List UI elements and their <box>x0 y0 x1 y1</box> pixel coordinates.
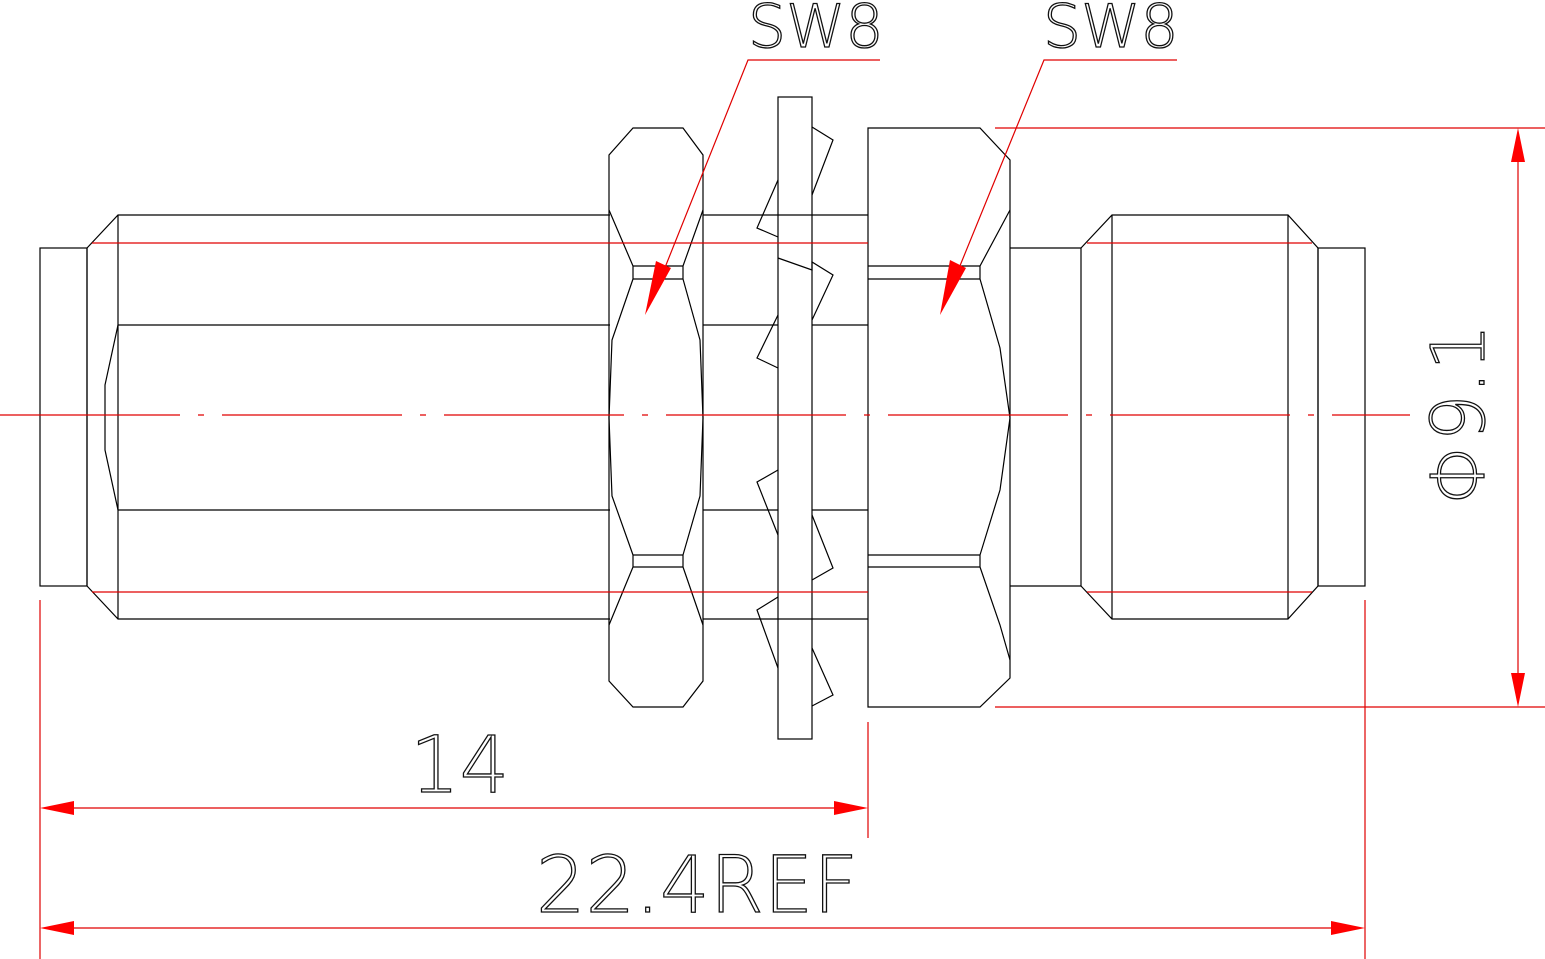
left-hex-nut <box>608 127 704 708</box>
washer-teeth <box>756 126 834 707</box>
overall-length-label: 22.4REF <box>536 841 858 931</box>
leader-arrow-right <box>940 260 966 315</box>
dia-arrow-bottom <box>1511 673 1525 707</box>
left-body-facets <box>104 324 610 511</box>
mid-body <box>703 214 868 620</box>
len-overall-arrow-right <box>1331 921 1365 935</box>
len14-arrow-left <box>40 801 74 815</box>
right-body <box>1080 214 1319 620</box>
len14-arrow-right <box>834 801 868 815</box>
thread-lines <box>0 242 1410 593</box>
diameter-dimension <box>995 127 1545 708</box>
right-hex-body-facets <box>868 209 1011 661</box>
sw8-leader-right <box>940 59 1177 315</box>
lock-washer <box>777 96 813 740</box>
leader-arrow-left <box>645 261 671 315</box>
connector-outline <box>39 96 1366 740</box>
sw8-label-right: SW8 <box>1043 0 1179 62</box>
length-14-label: 14 <box>410 721 509 811</box>
sw8-leader-left <box>645 59 880 315</box>
dia-arrow-top <box>1511 128 1525 162</box>
left-body <box>86 214 610 620</box>
left-end-cap <box>39 247 88 587</box>
diameter-label: Φ9.1 <box>1416 324 1502 505</box>
length-dimension-overall <box>40 600 1366 959</box>
length-dimension-14 <box>39 600 869 959</box>
right-neck <box>1010 247 1082 587</box>
right-hex-body <box>867 127 1011 708</box>
sw8-label-left: SW8 <box>748 0 884 62</box>
len-overall-arrow-left <box>40 921 74 935</box>
right-end-cap <box>1317 247 1366 587</box>
